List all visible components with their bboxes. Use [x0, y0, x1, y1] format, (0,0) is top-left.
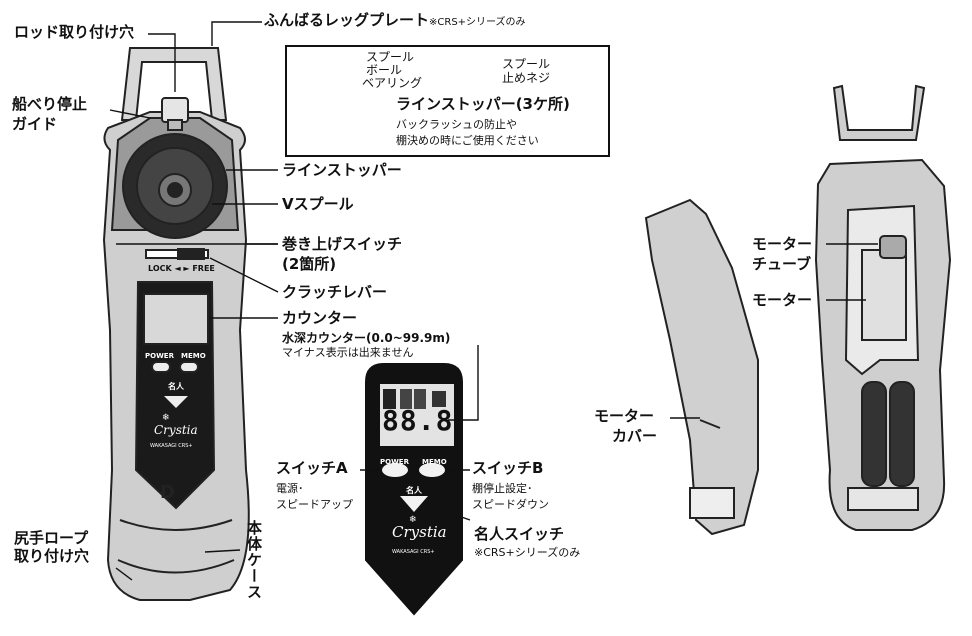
- guide-label-1: 船べり停止: [12, 95, 88, 113]
- meijin-text-large: 名人: [406, 486, 422, 495]
- clutch-lever-label: クラッチレバー: [282, 283, 388, 301]
- depth-counter-label: 水深カウンター(0.0~99.9m): [282, 331, 451, 345]
- switch-a-desc-1: 電源･: [276, 482, 304, 495]
- meijin-note: ※CRS+シリーズのみ: [474, 546, 581, 559]
- v-spool-label: Vスプール: [282, 195, 354, 213]
- depth-note: マイナス表示は出来ません: [282, 346, 414, 359]
- model-text-small: WAKASAGI CRS+: [150, 443, 193, 449]
- spool-screw-label-1: スプール: [502, 57, 551, 71]
- spool-bearing-label-2: ボール: [366, 63, 403, 77]
- switch-b-desc-1: 棚停止設定･: [472, 482, 533, 495]
- model-text-large: WAKASAGI CRS+: [392, 549, 435, 555]
- butt-rope-label-2: 取り付け穴: [14, 547, 90, 565]
- power-text: POWER: [145, 352, 174, 360]
- line-stopper-label: ラインストッパー: [282, 161, 402, 179]
- spool-bearing-label-1: スプール: [366, 50, 415, 64]
- spool-screw-label-2: 止めネジ: [502, 71, 551, 85]
- butt-rope-label-1: 尻手ロープ: [14, 529, 89, 547]
- memo-text-large: MEMO: [422, 458, 447, 466]
- switch-b-label: スイッチB: [472, 459, 544, 477]
- body-case-label: 本体ケース: [245, 520, 263, 600]
- power-text-large: POWER: [380, 458, 409, 466]
- snowflake-icon: ❄: [162, 413, 170, 423]
- daiwa-logo-icon: D: [160, 482, 175, 503]
- inset-desc-1: バックラッシュの防止や: [396, 118, 517, 131]
- winding-switch-label-2: (2箇所): [282, 255, 337, 273]
- motor-cover-label-2: カバー: [612, 427, 658, 445]
- meijin-text-small: 名人: [168, 382, 184, 391]
- rod-hole-label: ロッド取り付け穴: [14, 23, 135, 41]
- motor-tube-label-2: チューブ: [752, 255, 812, 273]
- spool-bearing-label-3: ベアリング: [362, 76, 423, 90]
- spool-inset-box: [285, 45, 610, 157]
- meijin-switch-label: 名人スイッチ: [474, 525, 565, 543]
- switch-b-desc-2: スピードダウン: [472, 498, 549, 511]
- front-panel-closeup: [365, 363, 463, 616]
- switch-a-desc-2: スピードアップ: [276, 498, 353, 511]
- motor-cover: [644, 198, 759, 536]
- switch-a-label: スイッチA: [276, 459, 348, 477]
- line-stopper-3-label: ラインストッパー(3ケ所): [396, 95, 570, 113]
- guide-label-2: ガイド: [12, 115, 58, 133]
- motor-tube-label-1: モーター: [752, 235, 813, 253]
- display-digits: 88.8: [382, 404, 454, 437]
- motor-label: モーター: [752, 291, 813, 309]
- winding-switch-label-1: 巻き上げスイッチ: [282, 235, 403, 253]
- main-reel-body: [102, 47, 250, 601]
- counter-label: カウンター: [282, 309, 358, 327]
- brand-text-large: Crystia: [392, 523, 447, 541]
- lock-free-text: LOCK ◄ ► FREE: [148, 264, 215, 273]
- inset-desc-2: 棚決めの時にご使用ください: [396, 134, 539, 147]
- leg-plate-note: ※CRS+シリーズのみ: [429, 17, 526, 28]
- leg-plate-text: ふんばるレッグプレート: [264, 11, 430, 29]
- snowflake-icon-large: ❄: [409, 515, 417, 525]
- motor-cover-label-1: モーター: [594, 407, 655, 425]
- memo-text: MEMO: [181, 352, 206, 360]
- open-body: [814, 84, 952, 531]
- brand-text-small: Crystia: [154, 423, 198, 437]
- leg-plate-label: ふんばるレッグプレート※CRS+シリーズのみ: [264, 12, 526, 31]
